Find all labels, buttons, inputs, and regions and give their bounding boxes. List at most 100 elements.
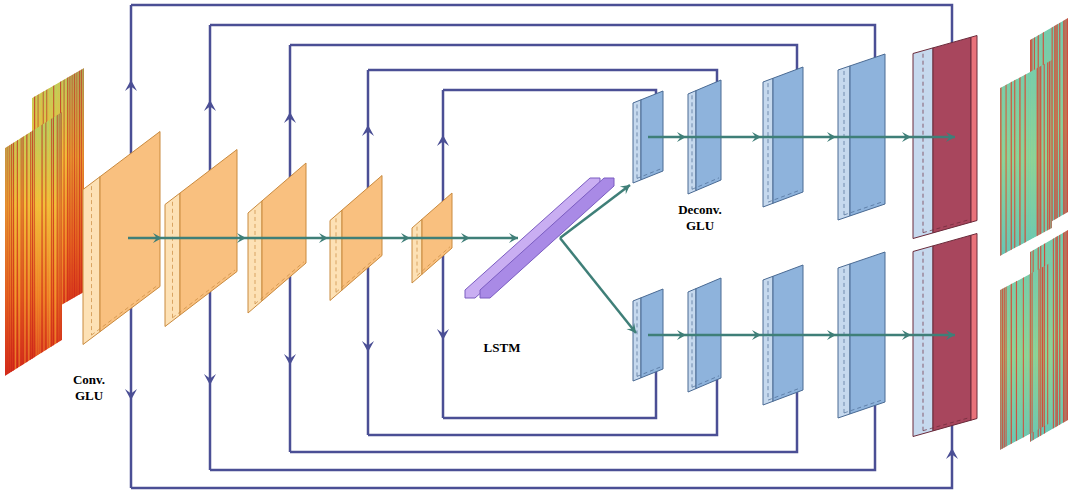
- hidden-edge: [336, 218, 337, 292]
- spectrogram-stripe: [1016, 0, 1017, 492]
- spectrogram-stripe: [1028, 0, 1029, 492]
- spectrogram-stripe: [5, 0, 6, 492]
- block-side: [688, 91, 696, 194]
- skip-connections: [131, 5, 952, 488]
- block-side: [83, 177, 100, 345]
- block-face: [262, 163, 306, 301]
- block-face: [641, 289, 663, 378]
- spectrogram-images: [5, 0, 1068, 492]
- spectrogram-stripe: [36, 0, 37, 492]
- block-face: [641, 91, 663, 180]
- spectrogram-stripe: [1030, 0, 1031, 492]
- hidden-edge: [923, 252, 924, 431]
- spectrogram-stripe: [1011, 0, 1012, 492]
- spectrogram-stripe: [79, 0, 80, 492]
- block-side: [913, 48, 933, 239]
- spectrogram-stripe: [1019, 0, 1020, 492]
- arrow-head: [437, 329, 449, 340]
- spectrogram-stripe: [53, 0, 54, 492]
- spectrogram-stripe: [1023, 0, 1024, 492]
- arrow-head: [902, 330, 911, 340]
- arrow-head: [509, 233, 518, 243]
- spectrogram-stripe: [34, 0, 35, 492]
- layer-label: Conv. GLU: [58, 372, 120, 404]
- arrow-head: [461, 233, 470, 243]
- skip-line: [131, 335, 952, 488]
- spectrogram-stripe: [1057, 0, 1058, 492]
- spectrogram-stripe: [1018, 0, 1019, 492]
- spectrogram-stripe: [36, 0, 37, 492]
- arrow-head: [153, 233, 162, 243]
- spectrogram-stripe: [1035, 0, 1036, 492]
- arrow-head: [946, 132, 955, 142]
- arrow-head: [204, 374, 216, 385]
- spectrogram-stripe: [1007, 0, 1008, 492]
- spectrogram-stripe: [1042, 0, 1043, 492]
- spectrogram-stripe: [1064, 0, 1065, 492]
- arrow-head: [827, 330, 836, 340]
- flow-line: [560, 185, 630, 238]
- skip-line: [131, 5, 952, 137]
- spectrogram-stripe: [1053, 0, 1054, 492]
- spectrogram-stripe: [74, 0, 75, 492]
- spectrogram-stripe: [1025, 0, 1026, 492]
- hidden-edge: [923, 54, 924, 233]
- spectrogram-stripe: [1057, 0, 1058, 492]
- arrow-head: [677, 132, 686, 142]
- block-face: [773, 67, 803, 203]
- arrow-head: [204, 100, 216, 111]
- block-side: [412, 219, 422, 283]
- spectrogram-stripe: [1028, 0, 1029, 492]
- arrow-head: [237, 233, 246, 243]
- spectrogram-stripe: [65, 0, 66, 492]
- block-side: [763, 78, 773, 207]
- hidden-edge: [768, 190, 801, 202]
- spectrogram-stripe: [1045, 0, 1046, 492]
- spectrogram-stripe: [1047, 0, 1048, 492]
- spectrogram-stripe: [7, 0, 8, 492]
- spectrogram-stripe: [59, 0, 60, 492]
- spectrogram-stripe: [1045, 0, 1046, 492]
- spectrogram-stripe: [81, 0, 82, 492]
- spectrogram-stripe: [1030, 0, 1031, 492]
- arrow-head: [752, 132, 761, 142]
- arrow-head: [902, 132, 911, 142]
- block-face: [696, 278, 721, 389]
- spectrogram-stripe: [38, 0, 39, 492]
- arrow-head: [946, 330, 955, 340]
- spectrogram-stripe: [15, 0, 16, 492]
- spectrogram-stripe: [26, 0, 27, 492]
- spectrogram-stripe: [1040, 0, 1041, 492]
- spectrogram-stripe: [28, 0, 29, 492]
- spectrogram-stripe: [77, 0, 78, 492]
- hidden-edge: [637, 302, 638, 376]
- spectrogram-stripe: [1035, 0, 1036, 492]
- spectrogram-stripe: [1031, 0, 1032, 492]
- hidden-edge: [173, 270, 236, 318]
- spectrogram-stripe: [1042, 0, 1043, 492]
- skip-line: [368, 70, 717, 137]
- spectrogram-stripe: [57, 0, 58, 492]
- spectrogram-stripe: [1012, 0, 1013, 492]
- arrow-head: [437, 135, 449, 146]
- spectrogram-stripe: [1038, 0, 1039, 492]
- layer-blocks: [83, 36, 977, 437]
- hidden-edge: [336, 254, 380, 292]
- spectrogram-stripe: [1016, 0, 1017, 492]
- spectrogram-stripe: [40, 0, 41, 492]
- spectrogram: [1000, 0, 1052, 492]
- spectrogram-stripe: [1058, 0, 1059, 492]
- hidden-edge: [692, 95, 693, 189]
- spectrogram-stripe: [1031, 0, 1032, 492]
- spectrogram-stripe: [1037, 0, 1038, 492]
- block-face: [773, 265, 803, 401]
- hidden-edge: [172, 202, 173, 318]
- block-edge: [971, 36, 977, 223]
- hidden-edge: [92, 285, 159, 335]
- spectrogram-stripe: [1049, 0, 1050, 492]
- spectrogram-stripe: [1045, 0, 1046, 492]
- spectrogram-stripe: [1037, 0, 1038, 492]
- spectrogram-stripe: [47, 0, 48, 492]
- spectrogram-stripe: [1000, 0, 1001, 492]
